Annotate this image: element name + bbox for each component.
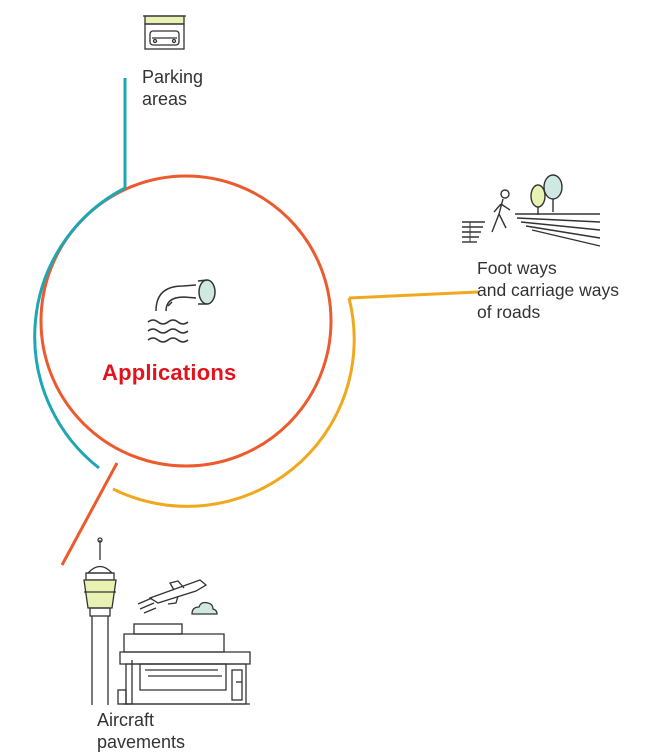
parking-label-line-2: areas (142, 89, 188, 109)
central-circle (39, 174, 333, 468)
aircraft-connector (60, 462, 119, 566)
roads-label-line-2: and carriage ways (477, 280, 620, 300)
applications-title: Applications (102, 360, 237, 385)
parking-garage-icon (143, 15, 186, 50)
roads-label: Foot ways and carriage ways of roads (477, 257, 619, 323)
roads-label-line-1: Foot ways (477, 258, 557, 278)
aircraft-label: Aircraft pavements (97, 709, 185, 753)
pedestrian-road-trees-icon (462, 174, 601, 247)
aircraft-label-line-1: Aircraft (97, 710, 155, 730)
parking-label: Parking areas (142, 66, 203, 110)
drain-pipe-water-icon (147, 279, 216, 343)
aircraft-label-line-2: pavements (97, 732, 186, 752)
parking-label-line-1: Parking (142, 67, 204, 87)
roads-connector (112, 290, 479, 508)
parking-connector (33, 78, 127, 470)
roads-label-line-3: of roads (477, 302, 541, 322)
airport-tower-plane-icon (83, 537, 251, 705)
